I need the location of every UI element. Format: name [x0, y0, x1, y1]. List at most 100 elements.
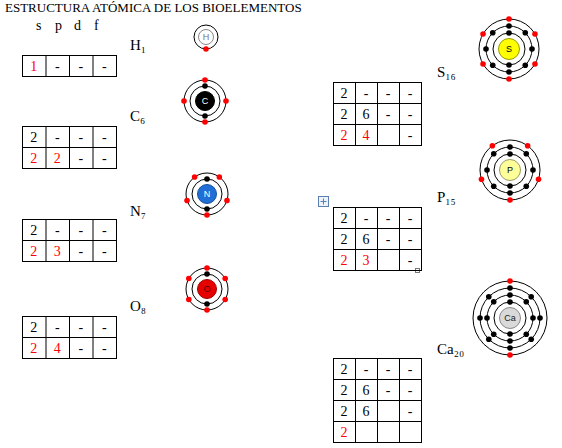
- table-cell: -: [78, 152, 83, 166]
- table-cell: -: [78, 224, 83, 238]
- electron-dot: [186, 297, 192, 303]
- table-cell: -: [408, 233, 413, 247]
- table-cell: 2: [30, 224, 37, 238]
- electron-dot: [484, 167, 490, 173]
- table-cell: 1: [30, 60, 37, 74]
- electron-dot: [532, 61, 538, 67]
- electron-dot: [486, 294, 492, 300]
- electron-table: [333, 207, 422, 271]
- table-cell: -: [408, 405, 413, 419]
- table-cell: -: [364, 212, 369, 226]
- electron-dot: [204, 206, 210, 212]
- table-cell: -: [102, 60, 107, 74]
- element-letter: Ca: [499, 307, 521, 329]
- electron-dot: [507, 331, 513, 337]
- orbital-header: f: [94, 19, 99, 33]
- table-cell: -: [102, 321, 107, 335]
- table-cell: 6: [363, 384, 370, 398]
- table-cell: -: [78, 131, 83, 145]
- electron-dot: [507, 345, 513, 351]
- electron-dot: [491, 299, 497, 305]
- table-cell: 6: [363, 405, 370, 419]
- table-cell: 2: [30, 342, 37, 356]
- table-cell: 2: [341, 254, 348, 268]
- element-symbol: S₁₆: [437, 65, 456, 80]
- electron-dot: [490, 62, 496, 68]
- table-cell: 2: [341, 405, 348, 419]
- table-cell: -: [408, 363, 413, 377]
- atom-nucleus: S: [498, 38, 520, 60]
- electron-dot: [217, 174, 223, 180]
- electron-dot: [479, 176, 485, 182]
- table-cell: -: [102, 152, 107, 166]
- electron-shells: [194, 25, 218, 52]
- table-cell: -: [78, 245, 83, 259]
- table-cell: 2: [30, 321, 37, 335]
- electron-dot: [523, 151, 529, 157]
- element-symbol: P₁₅: [437, 190, 456, 205]
- electron-dot: [484, 315, 490, 321]
- electron-dot: [523, 331, 529, 337]
- table-cell: 2: [341, 129, 348, 143]
- electron-dot: [477, 315, 483, 321]
- electron-dot: [532, 31, 538, 37]
- electron-shells: [186, 265, 228, 313]
- table-cell: -: [102, 131, 107, 145]
- atom-nucleus: C: [195, 91, 215, 111]
- electron-dot: [222, 297, 228, 303]
- table-cell: 2: [54, 152, 61, 166]
- table-cell: -: [408, 129, 413, 143]
- table-handle-icon: [319, 197, 329, 207]
- atom-nucleus: O: [197, 279, 217, 299]
- table-cell: -: [55, 60, 60, 74]
- table-cell: -: [408, 87, 413, 101]
- electron-table: [22, 219, 117, 262]
- table-cell: 4: [363, 129, 370, 143]
- electron-dot: [491, 151, 497, 157]
- electron-dot: [204, 176, 210, 182]
- table-cell: 2: [341, 87, 348, 101]
- electron-shells: [473, 278, 547, 358]
- electron-dot: [184, 198, 190, 204]
- atom-nucleus: H: [198, 29, 214, 45]
- electron-dot: [523, 299, 529, 305]
- electron-dot: [202, 77, 208, 83]
- electron-table: [22, 316, 117, 359]
- electron-dot: [186, 276, 192, 282]
- electron-table: [22, 126, 117, 169]
- table-cell: -: [408, 212, 413, 226]
- electron-dot: [222, 276, 228, 282]
- electron-dot: [506, 69, 512, 75]
- atom-nucleus: Ca: [499, 307, 521, 329]
- electron-dot: [528, 336, 534, 342]
- electron-dot: [530, 315, 536, 321]
- electron-dot: [507, 190, 513, 196]
- table-cell: -: [55, 131, 60, 145]
- electron-table: [23, 55, 117, 77]
- table-cell: 2: [341, 212, 348, 226]
- table-cell: -: [364, 87, 369, 101]
- table-cell: -: [386, 212, 391, 226]
- table-cell: -: [102, 245, 107, 259]
- electron-dot: [204, 301, 210, 307]
- electron-dot: [491, 331, 497, 337]
- atom-nucleus: N: [197, 184, 217, 204]
- table-cell: -: [78, 60, 83, 74]
- electron-dot: [507, 285, 513, 291]
- table-cell: 2: [30, 245, 37, 259]
- table-cell: -: [408, 254, 413, 268]
- element-symbol: C₆: [130, 109, 145, 124]
- table-cell: -: [364, 363, 369, 377]
- electron-table: [333, 358, 422, 443]
- table-cell: 6: [363, 233, 370, 247]
- electron-dot: [507, 151, 513, 157]
- electron-dot: [507, 197, 513, 203]
- electron-dot: [204, 307, 210, 313]
- table-cell: -: [386, 233, 391, 247]
- electron-dot: [506, 16, 512, 22]
- electron-dot: [192, 174, 198, 180]
- electron-dot: [530, 167, 536, 173]
- electron-shells: [181, 77, 229, 125]
- element-letter: H: [198, 29, 214, 45]
- element-letter: O: [197, 279, 217, 299]
